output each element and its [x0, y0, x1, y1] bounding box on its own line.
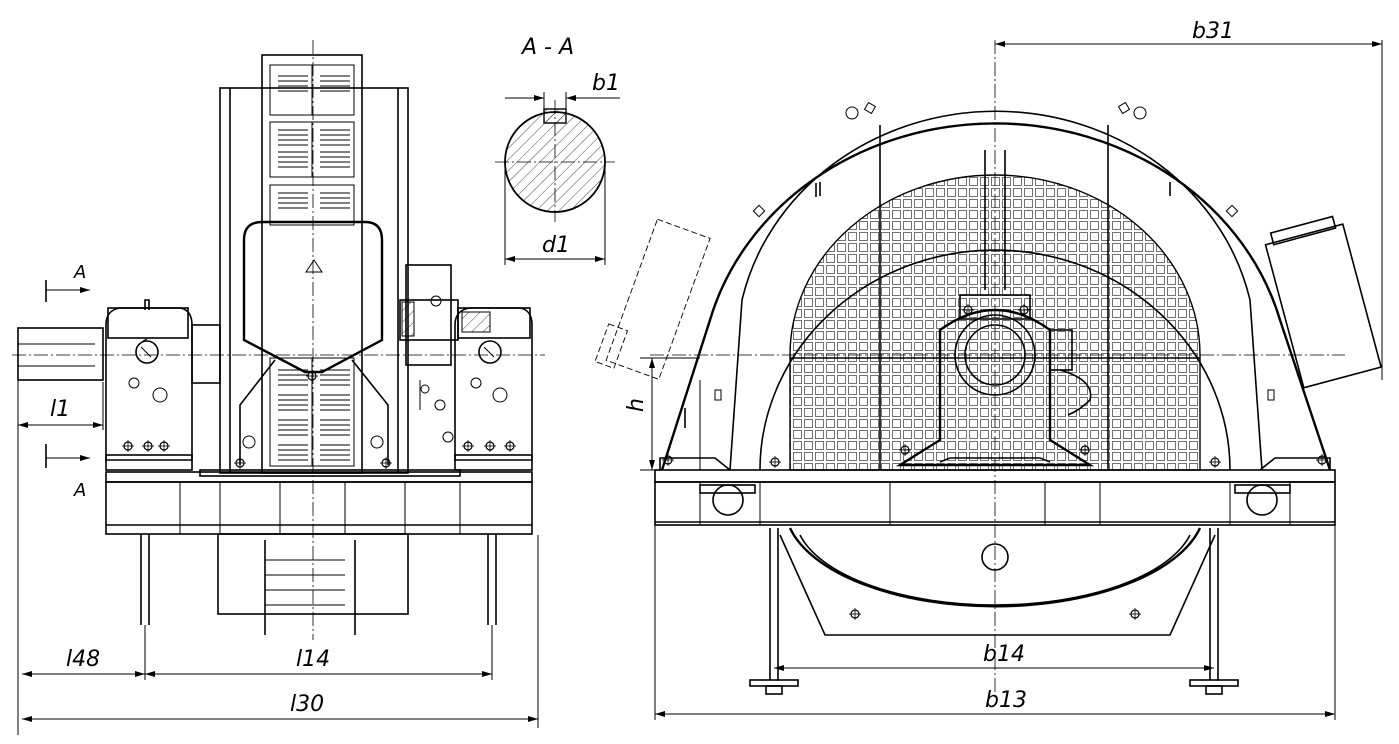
- dim-l14: l14: [296, 647, 330, 672]
- dim-b1: b1: [592, 71, 620, 96]
- dim-b13: b13: [985, 688, 1027, 713]
- section-title: A - A: [520, 35, 574, 60]
- section-mark-top: A: [73, 262, 86, 283]
- dim-d1: d1: [542, 233, 570, 258]
- dim-b31: b31: [1192, 19, 1234, 44]
- dim-h: h: [624, 398, 649, 412]
- dim-l48: l48: [66, 647, 100, 672]
- dim-l1: l1: [50, 397, 70, 422]
- front-view: A A l1 l48 l14 l30: [12, 40, 545, 735]
- dim-b14: b14: [983, 642, 1025, 667]
- section-a-a: A - A b1 d1: [495, 35, 620, 265]
- side-view: h b31 b14 b13: [594, 19, 1383, 720]
- dim-l30: l30: [290, 692, 324, 717]
- section-mark-bottom: A: [73, 480, 86, 501]
